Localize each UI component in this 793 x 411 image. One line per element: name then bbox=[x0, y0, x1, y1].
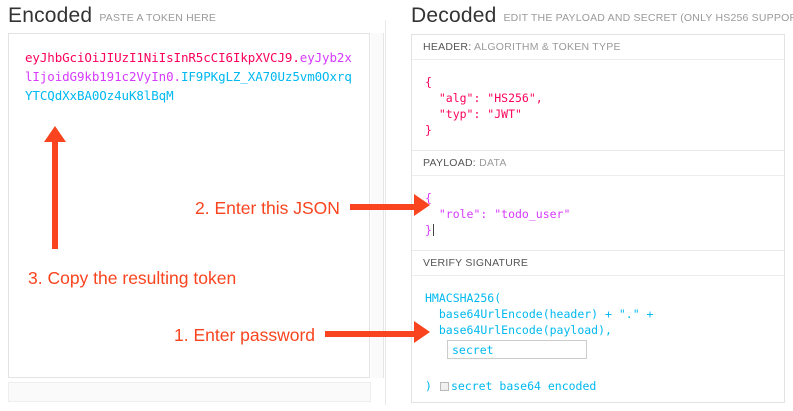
token-separator-1: . bbox=[292, 50, 300, 65]
hmac-line-3: base64UrlEncode(payload), bbox=[425, 323, 612, 337]
annotation-3-arrow-head bbox=[44, 126, 66, 142]
secret-base64-encoded-checkbox[interactable] bbox=[439, 382, 449, 391]
annotation-1-label: 1. Enter password bbox=[174, 325, 316, 345]
secret-base64-label: secret base64 encoded bbox=[450, 379, 597, 393]
payload-json-editor[interactable]: { "role": "todo_user" } bbox=[412, 176, 784, 250]
secret-base64-row: ) secret base64 encoded bbox=[425, 379, 596, 393]
payload-label-rest: DATA bbox=[475, 157, 507, 169]
decoded-title: Decoded bbox=[411, 4, 497, 27]
hmac-close-paren: ) bbox=[425, 379, 432, 393]
token-payload-segment: eyJyb2xlIjoidG9kb191c2VyIn0 bbox=[25, 50, 352, 84]
decoded-payload-section: PAYLOAD: DATA { "role": "todo_user" } bbox=[412, 151, 784, 251]
encoded-title: Encoded bbox=[8, 4, 93, 27]
signature-label-strong: VERIFY SIGNATURE bbox=[423, 257, 529, 269]
decoded-header-section: HEADER: ALGORITHM & TOKEN TYPE { "alg": … bbox=[412, 35, 784, 151]
decoded-signature-section: VERIFY SIGNATURE HMACSHA256( base64UrlEn… bbox=[412, 251, 784, 402]
token-separator-2: . bbox=[173, 69, 182, 84]
header-section-label: HEADER: ALGORITHM & TOKEN TYPE bbox=[412, 35, 784, 60]
decoded-panel: HEADER: ALGORITHM & TOKEN TYPE { "alg": … bbox=[411, 34, 785, 403]
jwt-token-text[interactable]: eyJhbGciOiJIUzI1NiIsInR5cCI6IkpXVCJ9.eyJ… bbox=[25, 48, 355, 105]
hmac-line-1: HMACSHA256( bbox=[425, 291, 502, 305]
annotation-2-arrow-line bbox=[350, 204, 418, 210]
token-header-segment: eyJhbGciOiJIUzI1NiIsInR5cCI6IkpXVCJ9 bbox=[25, 50, 293, 65]
header-label-rest: ALGORITHM & TOKEN TYPE bbox=[471, 41, 621, 53]
payload-label-strong: PAYLOAD: bbox=[423, 157, 476, 169]
header-json-body[interactable]: { "alg": "HS256", "typ": "JWT" } bbox=[425, 75, 543, 137]
token-signature-segment: IF9PKgLZ_XA70Uz5vm0OxrqYTCQdXxBA0Oz4uK8l… bbox=[25, 69, 352, 103]
text-caret bbox=[432, 224, 434, 236]
secret-input[interactable] bbox=[447, 340, 587, 359]
decoded-subtitle: EDIT THE PAYLOAD AND SECRET (ONLY HS256 … bbox=[503, 12, 793, 24]
decoded-column-heading: Decoded EDIT THE PAYLOAD AND SECRET (ONLY… bbox=[411, 4, 793, 28]
header-label-strong: HEADER: bbox=[423, 41, 472, 53]
encoded-subtitle: PASTE A TOKEN HERE bbox=[99, 12, 217, 24]
annotation-3-label: 3. Copy the resulting token bbox=[28, 268, 237, 288]
annotation-3-arrow-line bbox=[52, 141, 58, 249]
annotation-1-arrow-head bbox=[414, 321, 430, 343]
payload-json-text: { "role": "todo_user" } bbox=[425, 191, 571, 237]
annotation-2-label: 2. Enter this JSON bbox=[195, 198, 340, 218]
payload-section-label: PAYLOAD: DATA bbox=[412, 151, 784, 176]
encoded-column-heading: Encoded PASTE A TOKEN HERE bbox=[8, 4, 216, 28]
signature-formula: HMACSHA256( base64UrlEncode(header) + ".… bbox=[412, 276, 784, 402]
hmac-line-2: base64UrlEncode(header) + "." + bbox=[425, 307, 654, 321]
encoded-panel-footer bbox=[8, 382, 371, 402]
annotation-1-arrow-line bbox=[325, 331, 418, 337]
column-divider bbox=[385, 20, 386, 405]
signature-section-label: VERIFY SIGNATURE bbox=[412, 251, 784, 276]
encoded-token-textarea[interactable]: eyJhbGciOiJIUzI1NiIsInR5cCI6IkpXVCJ9.eyJ… bbox=[8, 33, 370, 378]
annotation-2-arrow-head bbox=[414, 194, 430, 216]
